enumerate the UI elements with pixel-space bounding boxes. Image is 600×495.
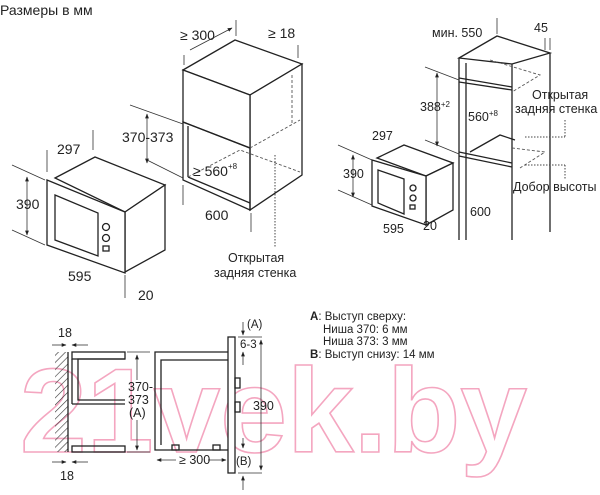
side-thickness-label: 45 <box>534 21 548 35</box>
watermark: 21vek.by <box>20 344 527 478</box>
niche-height-label-right: 388+2 <box>420 100 451 114</box>
niche-height-label-section-2: 373 <box>128 393 149 407</box>
wall-cabinet-drawing <box>181 39 304 248</box>
open-back-label-2: задняя стенка <box>214 266 296 280</box>
mw-front-label: 20 <box>138 287 154 303</box>
legend-b: B: Выступ снизу: 14 мм <box>310 349 435 361</box>
niche-height-label: 370-373 <box>122 129 174 145</box>
bottom-board-label: 18 <box>60 469 74 483</box>
microwave-drawing-right <box>371 144 455 227</box>
microwave-drawing-left <box>46 156 167 274</box>
niche-a-label: (A) <box>129 406 146 420</box>
top-board-label: 18 <box>58 326 72 340</box>
mw-height-label-right: 390 <box>343 167 364 181</box>
mw-front-label-right: 20 <box>423 219 437 233</box>
niche-width-label: ≥ 560+8 <box>193 162 238 179</box>
cabinet-depth-label: ≥ 300 <box>180 27 215 43</box>
mw-depth-label: 297 <box>57 141 81 157</box>
label-b: (B) <box>236 456 252 468</box>
min-depth-label: мин. 550 <box>432 26 482 40</box>
section-drawing <box>55 336 241 474</box>
open-back-label-right: Открытая <box>532 88 588 102</box>
mw-width-label: 595 <box>68 268 92 284</box>
depth-label-section: ≥ 300 <box>179 453 210 467</box>
legend-niche-373: Ниша 373: 3 мм <box>323 336 408 348</box>
height-filler-label: Добор высоты <box>513 180 597 194</box>
legend-a: A: Выступ сверху: <box>310 311 406 323</box>
cabinet-width-label-right: 600 <box>470 205 491 219</box>
tall-cabinet-drawing <box>456 35 566 240</box>
wall-thickness-label: ≥ 18 <box>268 25 295 41</box>
legend-niche-370: Ниша 370: 6 мм <box>323 324 408 336</box>
niche-height-label-section: 370- <box>128 380 153 394</box>
niche-width-label-right: 560+8 <box>468 109 499 124</box>
page-title: Размеры в мм <box>0 2 93 18</box>
mw-depth-label-right: 297 <box>372 129 393 143</box>
protrusion-label: 6-3 <box>240 339 257 351</box>
label-a: (A) <box>247 319 263 331</box>
open-back-label: Открытая <box>228 251 284 265</box>
cabinet-width-label: 600 <box>205 207 229 223</box>
height-label-section: 390 <box>253 399 274 413</box>
mw-height-label: 390 <box>16 196 40 212</box>
mw-width-label-right: 595 <box>383 222 404 236</box>
legend: A: Выступ сверху: Ниша 370: 6 мм Ниша 37… <box>310 311 435 361</box>
open-back-label-right-2: задняя стенка <box>515 102 597 116</box>
